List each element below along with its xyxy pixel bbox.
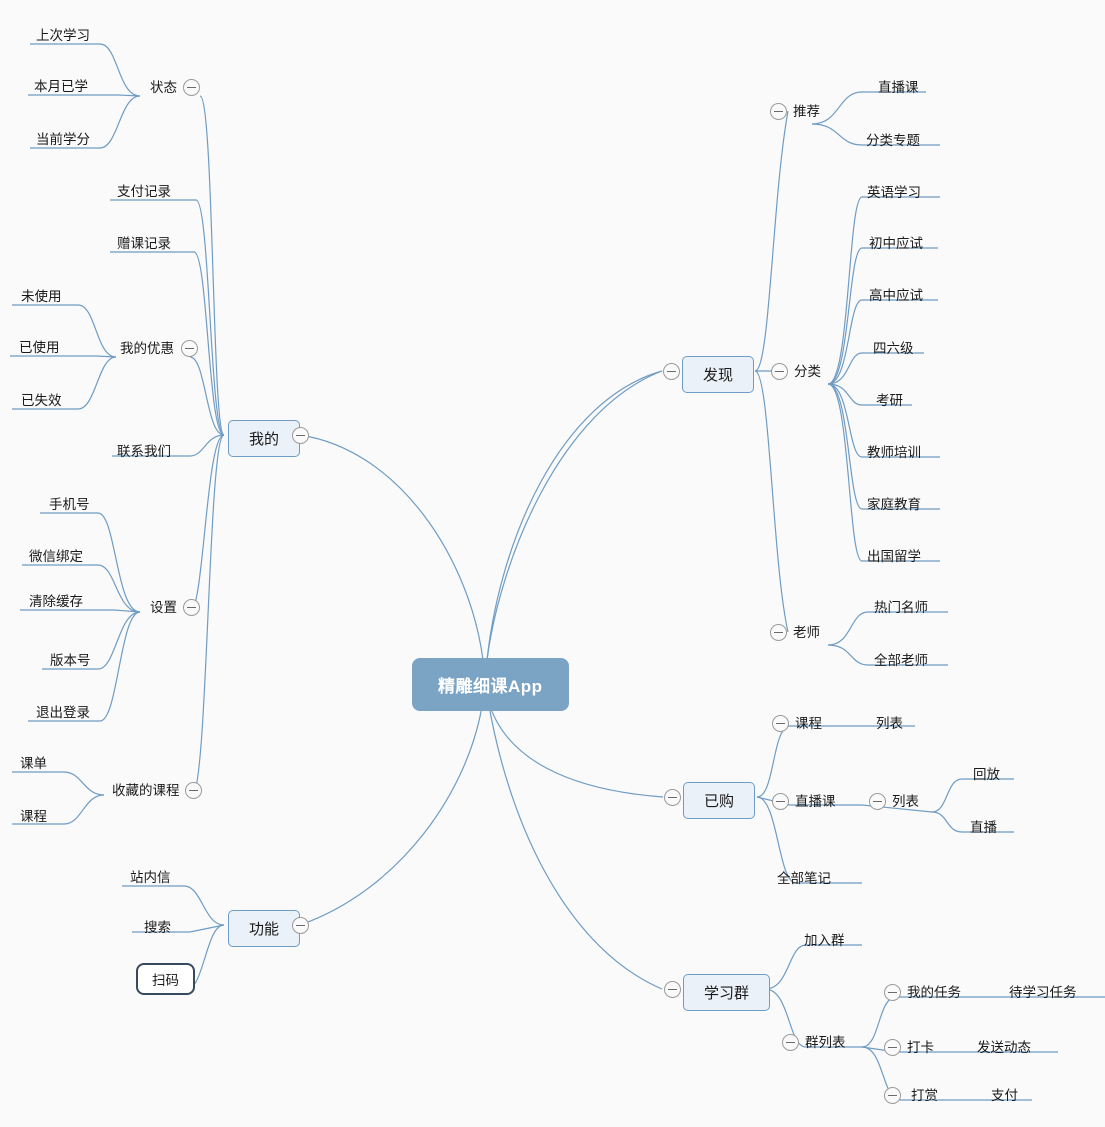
leaf-siliuji[interactable]: 四六级 xyxy=(873,341,914,356)
leaf-zhifujilu[interactable]: 支付记录 xyxy=(117,184,171,199)
leaf-kecheng-shoucang[interactable]: 课程 xyxy=(20,809,47,824)
collapse-minus-icon-liebiao[interactable] xyxy=(869,793,886,810)
collapse-minus-icon-zhuangtai[interactable] xyxy=(183,79,200,96)
leaf-yingyuxuexi[interactable]: 英语学习 xyxy=(867,185,921,200)
collapse-minus-icon-faxian[interactable] xyxy=(663,363,680,380)
node-kecheng[interactable]: 课程 xyxy=(795,716,822,731)
collapse-minus-icon-tuijian[interactable] xyxy=(770,103,787,120)
collapse-minus-icon-wodirenwu[interactable] xyxy=(884,984,901,1001)
leaf-fasongdongtai[interactable]: 发送动态 xyxy=(977,1040,1031,1055)
collapse-minus-icon-shoucang[interactable] xyxy=(185,782,202,799)
node-laoshi[interactable]: 老师 xyxy=(793,625,820,640)
collapse-minus-icon-laoshi[interactable] xyxy=(770,624,787,641)
collapse-minus-icon-youhui[interactable] xyxy=(181,340,198,357)
branch-node-faxian[interactable]: 发现 xyxy=(682,356,755,393)
node-shoucang[interactable]: 收藏的课程 xyxy=(112,783,180,798)
leaf-zengkejilu[interactable]: 赠课记录 xyxy=(117,236,171,251)
branch-node-yigou[interactable]: 已购 xyxy=(683,782,756,819)
leaf-chuzhongyingshi[interactable]: 初中应试 xyxy=(869,236,923,251)
node-qunliebiao[interactable]: 群列表 xyxy=(805,1035,846,1050)
leaf-quanbubiji[interactable]: 全部笔记 xyxy=(777,871,831,886)
leaf-weixinbangding[interactable]: 微信绑定 xyxy=(29,549,83,564)
leaf-zhibo[interactable]: 直播 xyxy=(970,820,997,835)
branch-node-xuexiqun[interactable]: 学习群 xyxy=(683,974,771,1011)
leaf-tuichudenglu[interactable]: 退出登录 xyxy=(36,705,90,720)
leaf-zhifu[interactable]: 支付 xyxy=(991,1088,1018,1103)
leaf-quanbulaoshi[interactable]: 全部老师 xyxy=(874,653,928,668)
leaf-remenmingshi[interactable]: 热门名师 xyxy=(874,600,928,615)
leaf-kedan[interactable]: 课单 xyxy=(20,756,47,771)
leaf-yishixiao[interactable]: 已失效 xyxy=(21,393,62,408)
leaf-lianxiwomen[interactable]: 联系我们 xyxy=(117,444,171,459)
leaf-fenleizhuanti[interactable]: 分类专题 xyxy=(866,133,920,148)
collapse-minus-icon-zhibooke[interactable] xyxy=(772,793,789,810)
root-node[interactable]: 精雕细课App xyxy=(412,658,569,711)
collapse-minus-icon-qunliebiao[interactable] xyxy=(782,1034,799,1051)
leaf-jiaoshipeixun[interactable]: 教师培训 xyxy=(867,445,921,460)
node-liebiao-zhibooke[interactable]: 列表 xyxy=(892,794,919,809)
leaf-daixuexirenwu[interactable]: 待学习任务 xyxy=(1009,985,1077,1000)
leaf-liebiao-kecheng[interactable]: 列表 xyxy=(876,716,903,731)
collapse-minus-icon-xuexiqun[interactable] xyxy=(664,981,681,998)
collapse-minus-icon-daka[interactable] xyxy=(884,1039,901,1056)
leaf-kaoyan[interactable]: 考研 xyxy=(876,393,903,408)
leaf-jiatingjiaoyu[interactable]: 家庭教育 xyxy=(867,497,921,512)
collapse-minus-icon-kecheng[interactable] xyxy=(772,715,789,732)
collapse-minus-icon-gongneng[interactable] xyxy=(292,917,309,934)
leaf-qingchuhuancun[interactable]: 清除缓存 xyxy=(29,594,83,609)
leaf-jiaruqun[interactable]: 加入群 xyxy=(804,933,845,948)
leaf-chuguoliuxue[interactable]: 出国留学 xyxy=(867,549,921,564)
node-daka[interactable]: 打卡 xyxy=(907,1040,934,1055)
leaf-gaozhongyingshi[interactable]: 高中应试 xyxy=(869,288,923,303)
leaf-huifang[interactable]: 回放 xyxy=(973,767,1000,782)
collapse-minus-icon-dashang[interactable] xyxy=(884,1087,901,1104)
leaf-weishiyong[interactable]: 未使用 xyxy=(21,289,62,304)
collapse-minus-icon-shezhi[interactable] xyxy=(183,599,200,616)
node-youhui[interactable]: 我的优惠 xyxy=(120,341,174,356)
leaf-dangqianxuefen[interactable]: 当前学分 xyxy=(36,132,90,147)
leaf-zhibooke-tuijian[interactable]: 直播课 xyxy=(878,80,919,95)
leaf-shangcixuexi[interactable]: 上次学习 xyxy=(36,28,90,43)
collapse-minus-icon-fenlei[interactable] xyxy=(771,363,788,380)
leaf-benyueyixue[interactable]: 本月已学 xyxy=(34,79,88,94)
leaf-saoma-selected[interactable]: 扫码 xyxy=(136,963,195,995)
leaf-sousuo[interactable]: 搜索 xyxy=(144,920,171,935)
node-dashang[interactable]: 打赏 xyxy=(911,1088,938,1103)
node-shezhi[interactable]: 设置 xyxy=(150,600,177,615)
node-zhibooke[interactable]: 直播课 xyxy=(795,794,836,809)
node-wodirenwu[interactable]: 我的任务 xyxy=(907,985,961,1000)
leaf-zhanneixin[interactable]: 站内信 xyxy=(130,870,171,885)
collapse-minus-icon-yigou[interactable] xyxy=(664,789,681,806)
leaf-shoujihao[interactable]: 手机号 xyxy=(49,497,90,512)
branch-node-wode[interactable]: 我的 xyxy=(228,420,301,457)
collapse-minus-icon-wode[interactable] xyxy=(292,427,309,444)
leaf-yishiyong[interactable]: 已使用 xyxy=(19,340,60,355)
node-zhuangtai[interactable]: 状态 xyxy=(150,80,177,95)
leaf-banbenhao[interactable]: 版本号 xyxy=(50,653,91,668)
node-fenlei[interactable]: 分类 xyxy=(794,364,821,379)
node-tuijian[interactable]: 推荐 xyxy=(793,104,820,119)
branch-node-gongneng[interactable]: 功能 xyxy=(228,910,301,947)
